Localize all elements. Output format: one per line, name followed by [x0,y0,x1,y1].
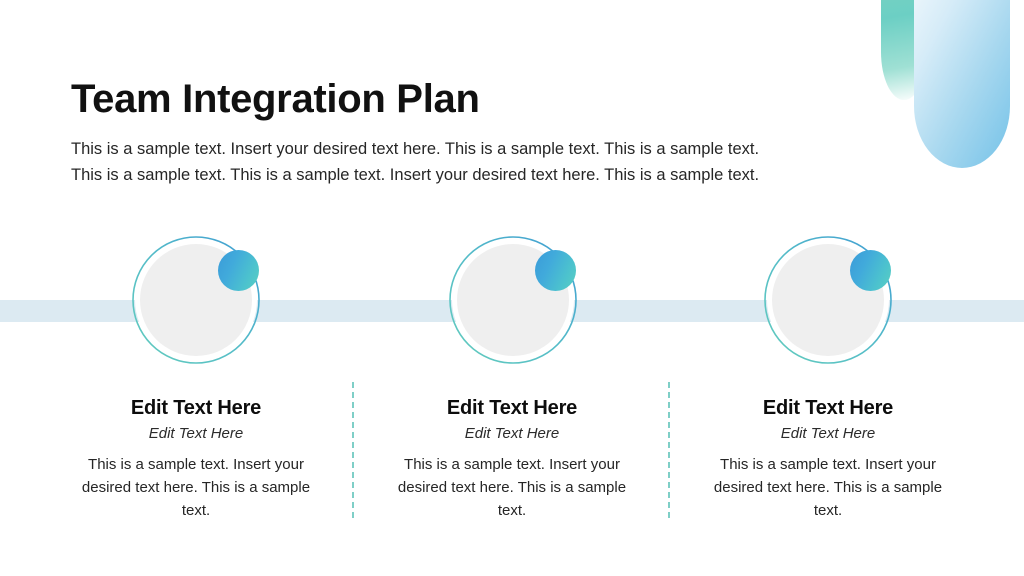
subtitle-line-2: This is a sample text. This is a sample … [71,165,760,184]
text-column-1[interactable]: Edit Text Here Edit Text Here This is a … [64,396,328,522]
column-body-3: This is a sample text. Insert your desir… [713,456,943,519]
step-circle-1[interactable] [132,236,260,364]
circle-ring-2 [449,236,577,364]
step-circle-3[interactable] [764,236,892,364]
green-pill-shape [881,0,927,100]
column-title-1: Edit Text Here [130,397,262,419]
column-divider-2 [668,382,670,518]
slide-subtitle: This is a sample text. Insert your desir… [71,137,861,188]
text-column-2[interactable]: Edit Text Here Edit Text Here This is a … [380,396,644,522]
circle-ring-3 [764,236,892,364]
column-body-2: This is a sample text. Insert your desir… [397,456,627,519]
circle-ring-1 [132,236,260,364]
column-title-2: Edit Text Here [446,397,578,419]
column-subtitle-2: Edit Text Here [464,425,560,442]
column-divider-1 [352,382,354,518]
step-dot-2[interactable] [535,250,576,291]
column-subtitle-3: Edit Text Here [780,425,876,442]
subtitle-line-1: This is a sample text. Insert your desir… [71,140,760,159]
step-dot-3[interactable] [850,250,891,291]
step-dot-1[interactable] [218,250,259,291]
step-circle-2[interactable] [449,236,577,364]
text-column-3[interactable]: Edit Text Here Edit Text Here This is a … [696,396,960,522]
column-title-3: Edit Text Here [762,397,894,419]
slide-header: Team Integration Plan This is a sample t… [71,76,871,188]
top-right-decoration [874,0,1024,190]
column-subtitle-1: Edit Text Here [148,425,244,442]
column-body-1: This is a sample text. Insert your desir… [81,456,311,519]
page-title: Team Integration Plan [71,77,480,121]
blue-pill-shape [914,0,1010,168]
